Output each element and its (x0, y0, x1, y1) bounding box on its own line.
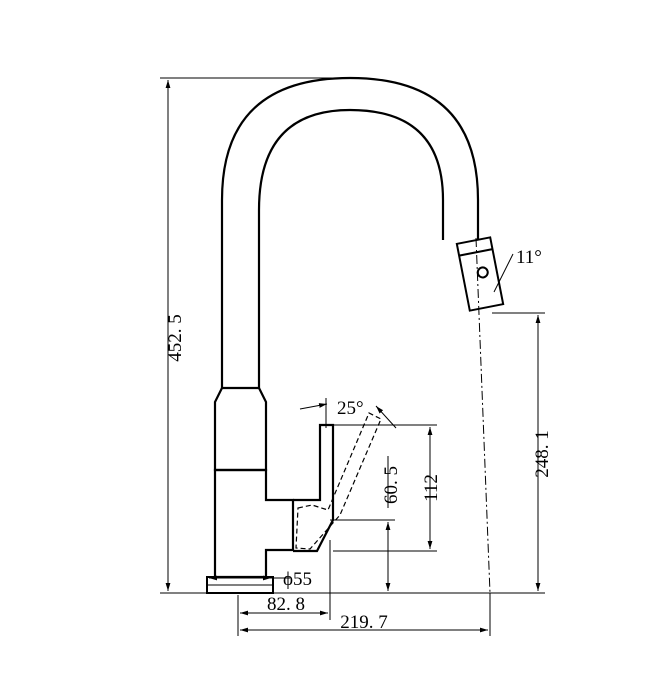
body-column (213, 468, 295, 579)
spray-button (476, 266, 489, 279)
dim-handle-angle: 25° (299, 398, 397, 429)
handle-lever (293, 423, 335, 553)
spray-angle-label: 11° (516, 247, 542, 268)
base-offset-label: 82. 8 (267, 594, 305, 615)
handle-lever-rotated (295, 412, 382, 550)
body-collar (213, 386, 268, 472)
base-diameter-label: ϕ55 (283, 569, 312, 590)
spray-axis-line (475, 237, 491, 594)
handle-angle-label: 25° (337, 398, 364, 419)
faucet-body (206, 76, 514, 594)
gooseneck-spout (220, 76, 480, 388)
dim-handle-offset: 60. 5 (330, 456, 402, 591)
dim-spout-height: 248. 1 (273, 312, 553, 594)
handle-height-label: 112 (421, 474, 442, 502)
dim-base-diameter: ϕ55 (209, 569, 312, 590)
dim-spray-angle: 11° (516, 247, 542, 268)
dim-handle-height: 112 (333, 424, 442, 552)
dim-reach: 219. 7 (240, 593, 491, 636)
handle-offset-label: 60. 5 (381, 466, 402, 504)
spout-height-label: 248. 1 (532, 430, 553, 478)
total-height-label: 452. 5 (165, 314, 186, 362)
dim-total-height: 452. 5 (160, 77, 350, 594)
spray-head (455, 236, 505, 312)
dim-base-offset: 82. 8 (237, 540, 331, 636)
reach-label: 219. 7 (340, 612, 388, 633)
